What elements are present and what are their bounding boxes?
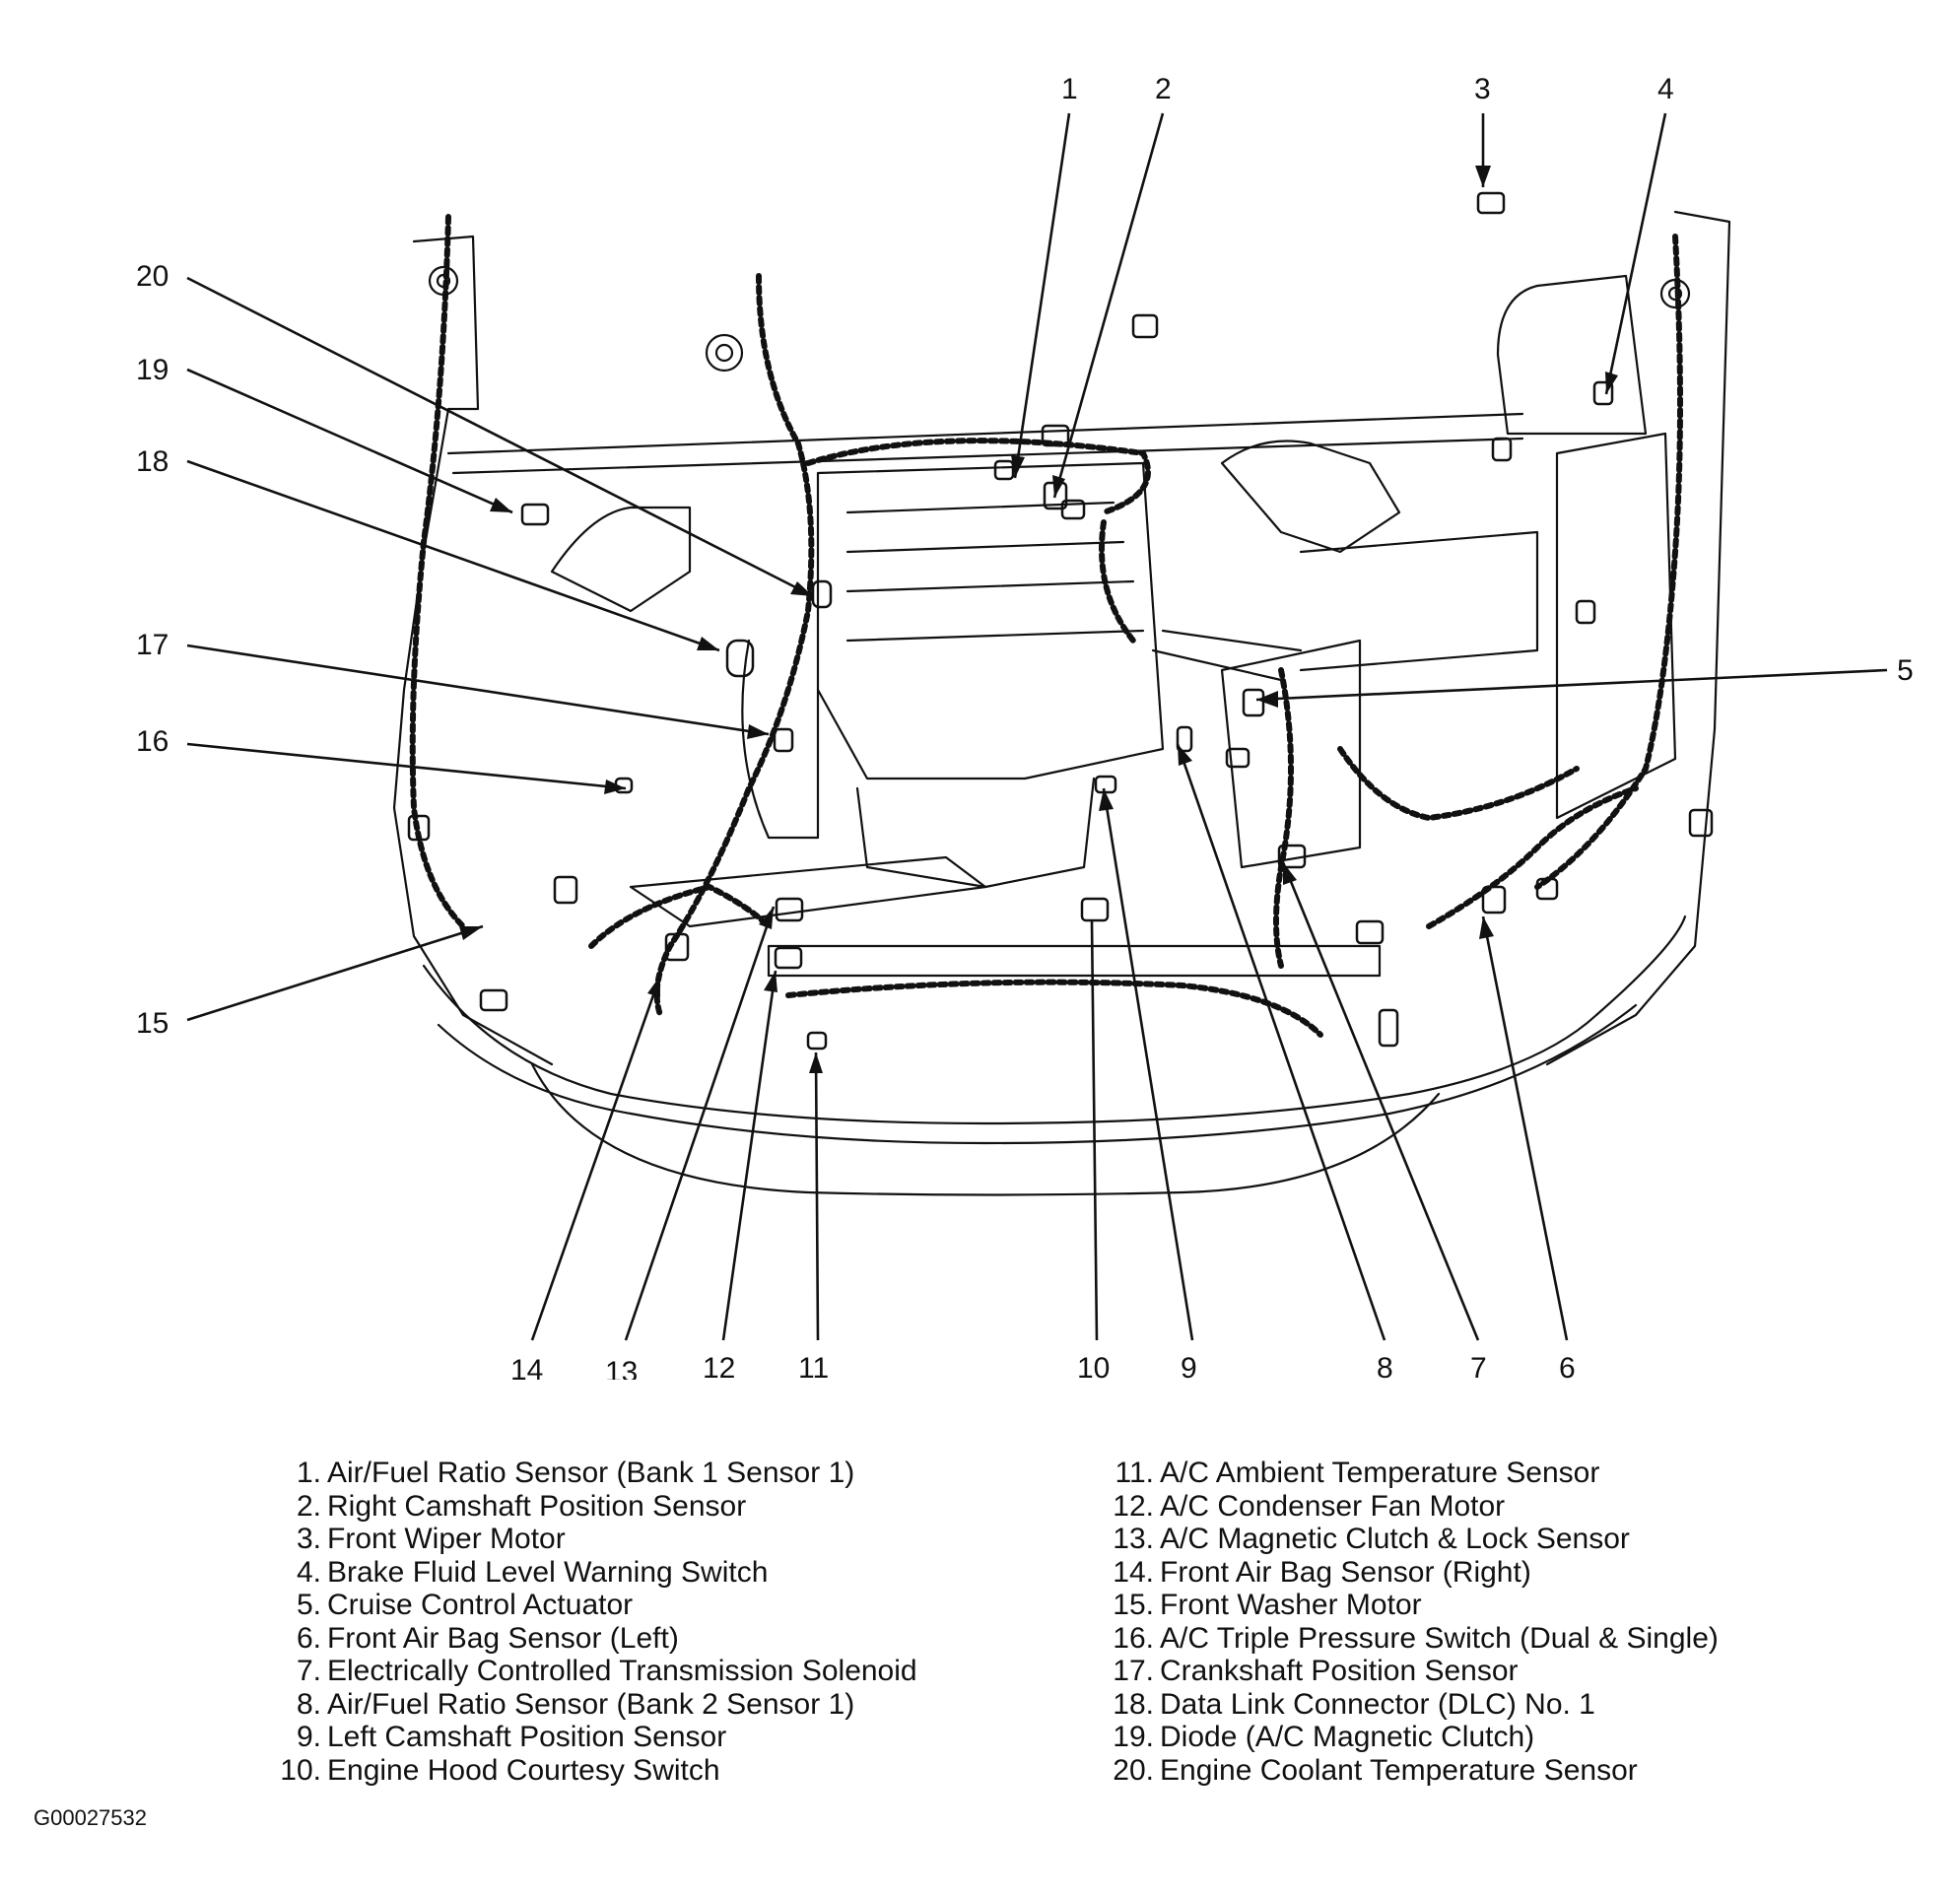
legend-number: 17.	[1113, 1655, 1154, 1687]
engine-block	[629, 440, 1401, 978]
connectors	[407, 191, 1714, 1051]
legend-label: A/C Condenser Fan Motor	[1160, 1489, 1506, 1523]
legend-item: 18.Data Link Connector (DLC) No. 1	[1099, 1688, 1719, 1722]
legend-item: 17.Crankshaft Position Sensor	[1099, 1655, 1719, 1688]
legend-item: 20.Engine Coolant Temperature Sensor	[1099, 1754, 1719, 1788]
callout-8: 8	[1377, 1352, 1393, 1380]
callout-19: 19	[136, 354, 169, 386]
callout-13: 13	[605, 1356, 638, 1380]
callout-1: 1	[1061, 73, 1078, 105]
callout-17: 17	[136, 629, 169, 661]
legend-item: 5.Cruise Control Actuator	[266, 1589, 917, 1622]
legend-right-column: 11.A/C Ambient Temperature Sensor 12.A/C…	[1099, 1457, 1719, 1787]
legend-item: 3.Front Wiper Motor	[266, 1523, 917, 1556]
legend-number: 3.	[296, 1523, 321, 1555]
legend-label: Front Air Bag Sensor (Right)	[1160, 1555, 1531, 1589]
callout-7: 7	[1470, 1352, 1487, 1380]
callout-12: 12	[703, 1352, 735, 1380]
legend-number: 20.	[1113, 1753, 1154, 1787]
leader-lines	[186, 112, 1888, 1341]
callout-3: 3	[1474, 73, 1491, 105]
grommets	[428, 265, 1691, 373]
legend-label: Front Washer Motor	[1160, 1589, 1422, 1621]
legend-item: 9.Left Camshaft Position Sensor	[266, 1721, 917, 1754]
legend-label: Right Camshaft Position Sensor	[327, 1489, 747, 1523]
legend-label: Data Link Connector (DLC) No. 1	[1160, 1687, 1595, 1721]
legend-number: 2.	[296, 1489, 321, 1523]
legend-item: 16.A/C Triple Pressure Switch (Dual & Si…	[1099, 1622, 1719, 1656]
legend-number: 14.	[1113, 1555, 1154, 1589]
callout-10: 10	[1077, 1352, 1110, 1380]
leader-arrowheads	[459, 166, 1618, 1073]
wiring-harness	[409, 214, 1683, 1038]
legend-item: 10.Engine Hood Courtesy Switch	[266, 1754, 917, 1788]
legend-number: 18.	[1113, 1687, 1154, 1721]
legend-label: Diode (A/C Magnetic Clutch)	[1160, 1721, 1535, 1753]
engine-compartment-drawing: 1 2 3 4 5 6 7 8 9 10 11 12 13 14 15 16 1…	[136, 73, 1914, 1380]
body-outline	[392, 210, 1731, 1196]
legend-number: 10.	[280, 1753, 321, 1787]
legend-number: 11.	[1115, 1457, 1154, 1489]
legend-number: 19.	[1113, 1721, 1154, 1753]
legend-label: Engine Coolant Temperature Sensor	[1160, 1753, 1638, 1787]
legend-label: Electrically Controlled Transmission Sol…	[327, 1655, 917, 1687]
legend-left-column: 1.Air/Fuel Ratio Sensor (Bank 1 Sensor 1…	[266, 1457, 917, 1788]
callout-5: 5	[1897, 654, 1914, 687]
legend-label: A/C Magnetic Clutch & Lock Sensor	[1160, 1523, 1630, 1555]
legend-item: 11.A/C Ambient Temperature Sensor	[1099, 1457, 1719, 1490]
legend-number: 8.	[296, 1687, 321, 1721]
legend-item: 4.Brake Fluid Level Warning Switch	[266, 1556, 917, 1590]
legend-item: 19.Diode (A/C Magnetic Clutch)	[1099, 1721, 1719, 1754]
legend-number: 7.	[296, 1655, 321, 1687]
callout-11: 11	[798, 1352, 829, 1380]
legend-item: 15.Front Washer Motor	[1099, 1589, 1719, 1622]
legend-label: Air/Fuel Ratio Sensor (Bank 1 Sensor 1)	[327, 1457, 855, 1489]
legend-item: 14.Front Air Bag Sensor (Right)	[1099, 1556, 1719, 1590]
legend-number: 4.	[296, 1555, 321, 1589]
legend-item: 2.Right Camshaft Position Sensor	[266, 1490, 917, 1524]
legend-number: 6.	[296, 1621, 321, 1655]
legend-number: 12.	[1113, 1489, 1154, 1523]
legend-number: 9.	[296, 1721, 321, 1753]
callout-9: 9	[1181, 1352, 1197, 1380]
callout-14: 14	[510, 1354, 543, 1380]
figure-id: G00027532	[34, 1805, 147, 1830]
callout-16: 16	[136, 725, 169, 758]
callout-6: 6	[1559, 1352, 1576, 1380]
legend-number: 16.	[1113, 1621, 1154, 1655]
legend-label: A/C Triple Pressure Switch (Dual & Singl…	[1160, 1621, 1719, 1655]
legend-label: Engine Hood Courtesy Switch	[327, 1753, 720, 1787]
legend-item: 6.Front Air Bag Sensor (Left)	[266, 1622, 917, 1656]
legend-item: 8.Air/Fuel Ratio Sensor (Bank 2 Sensor 1…	[266, 1688, 917, 1722]
legend-label: Cruise Control Actuator	[327, 1589, 634, 1621]
legend-number: 13.	[1113, 1523, 1154, 1555]
legend-item: 12.A/C Condenser Fan Motor	[1099, 1490, 1719, 1524]
legend-number: 5.	[296, 1589, 321, 1621]
legend-number: 1.	[296, 1457, 321, 1489]
legend-item: 13.A/C Magnetic Clutch & Lock Sensor	[1099, 1523, 1719, 1556]
legend-label: Air/Fuel Ratio Sensor (Bank 2 Sensor 1)	[327, 1687, 855, 1721]
callout-2: 2	[1155, 73, 1172, 105]
legend-label: A/C Ambient Temperature Sensor	[1160, 1457, 1600, 1489]
callout-15: 15	[136, 1007, 169, 1040]
callout-numbers: 1 2 3 4 5 6 7 8 9 10 11 12 13 14 15 16 1…	[136, 73, 1914, 1380]
legend-item: 7.Electrically Controlled Transmission S…	[266, 1655, 917, 1688]
legend-label: Crankshaft Position Sensor	[1160, 1655, 1519, 1687]
legend-label: Brake Fluid Level Warning Switch	[327, 1555, 769, 1589]
legend-label: Front Wiper Motor	[327, 1523, 566, 1555]
legend-label: Left Camshaft Position Sensor	[327, 1721, 727, 1753]
callout-18: 18	[136, 445, 169, 478]
callout-4: 4	[1657, 73, 1674, 105]
legend-item: 1.Air/Fuel Ratio Sensor (Bank 1 Sensor 1…	[266, 1457, 917, 1490]
callout-20: 20	[136, 260, 169, 293]
legend-label: Front Air Bag Sensor (Left)	[327, 1621, 679, 1655]
legend-number: 15.	[1113, 1589, 1154, 1621]
